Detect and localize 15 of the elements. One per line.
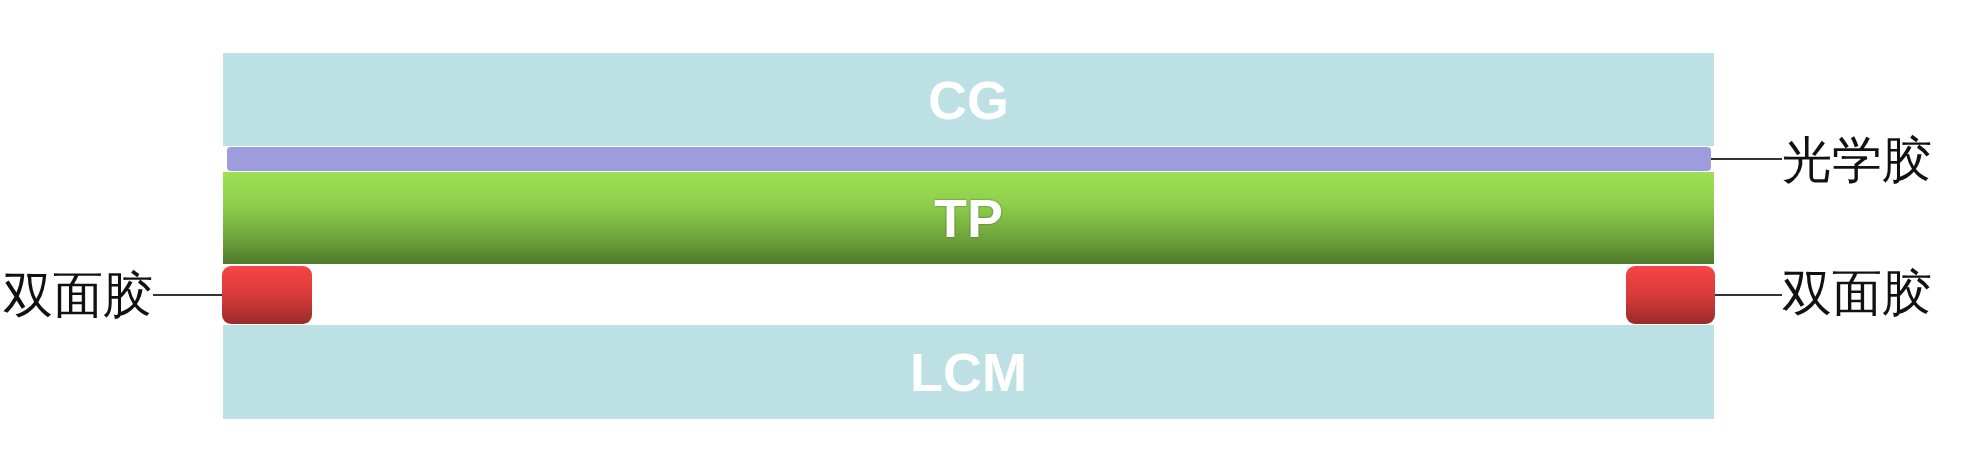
layer-band: [223, 325, 1714, 419]
layer-label: CG: [928, 72, 1009, 127]
tape-pad: [1626, 266, 1715, 324]
adhesive-strip: [227, 147, 1711, 171]
layer-band: [223, 172, 1714, 264]
leader-line: [1710, 158, 1783, 160]
leader-line: [152, 294, 223, 296]
layer-band: [223, 53, 1714, 146]
layer-label: TP: [934, 191, 1003, 245]
callout-label: 双面胶: [1782, 268, 1932, 318]
leader-line: [1714, 294, 1783, 296]
layer-label: LCM: [910, 345, 1027, 399]
callout-label: 光学胶: [1782, 135, 1932, 185]
callout-label: 双面胶: [3, 270, 153, 320]
tape-pad: [222, 266, 312, 324]
